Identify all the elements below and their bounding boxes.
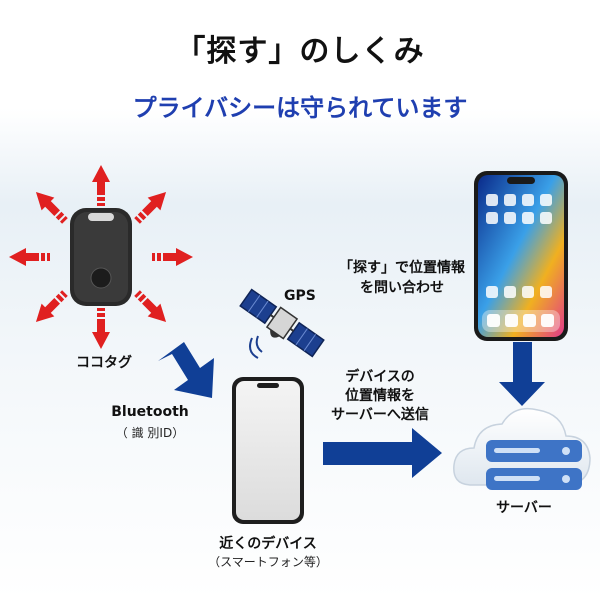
query-caption: 「探す」で位置情報 を問い合わせ xyxy=(332,258,472,298)
page-subtitle: プライバシーは守られています xyxy=(132,94,468,122)
bluetooth-arrow-icon xyxy=(158,342,214,398)
arrow-down-right-icon xyxy=(134,290,167,323)
send-location-caption: デバイスの 位置情報を サーバーへ送信 xyxy=(318,368,442,425)
send-location-line-1: デバイスの xyxy=(345,369,415,385)
arrow-up-right-icon xyxy=(134,191,167,224)
bluetooth-sublabel: （ 識 別ID） xyxy=(115,426,185,440)
tag-label: ココタグ xyxy=(76,355,132,371)
query-line-1: 「探す」で位置情報 xyxy=(339,260,465,276)
tracker-tag-icon xyxy=(70,208,132,306)
send-location-line-3: サーバーへ送信 xyxy=(331,407,429,423)
query-line-2: を問い合わせ xyxy=(360,280,444,296)
query-arrow-icon xyxy=(499,342,545,406)
nearby-device-sublabel: （スマートフォン等） xyxy=(208,555,328,569)
arrow-right-icon xyxy=(152,248,193,266)
send-arrow-icon xyxy=(323,428,442,478)
arrow-up-icon xyxy=(92,165,110,206)
page-title: 「探す」のしくみ xyxy=(175,34,425,69)
server-icon xyxy=(486,440,582,490)
arrow-down-icon xyxy=(92,308,110,349)
satellite-signal-icon xyxy=(249,335,263,359)
bluetooth-label: Bluetooth xyxy=(111,404,189,420)
nearby-phone-icon xyxy=(232,377,304,524)
nearby-device-label: 近くのデバイス xyxy=(219,536,317,552)
owner-phone-icon xyxy=(474,171,568,341)
send-location-line-2: 位置情報を xyxy=(345,388,415,404)
arrow-left-icon xyxy=(9,248,50,266)
arrow-down-left-icon xyxy=(35,290,68,323)
server-label: サーバー xyxy=(496,500,552,516)
app-icons xyxy=(486,194,552,298)
satellite-icon xyxy=(239,288,325,358)
arrow-up-left-icon xyxy=(35,191,68,224)
gps-label: GPS xyxy=(284,288,316,304)
